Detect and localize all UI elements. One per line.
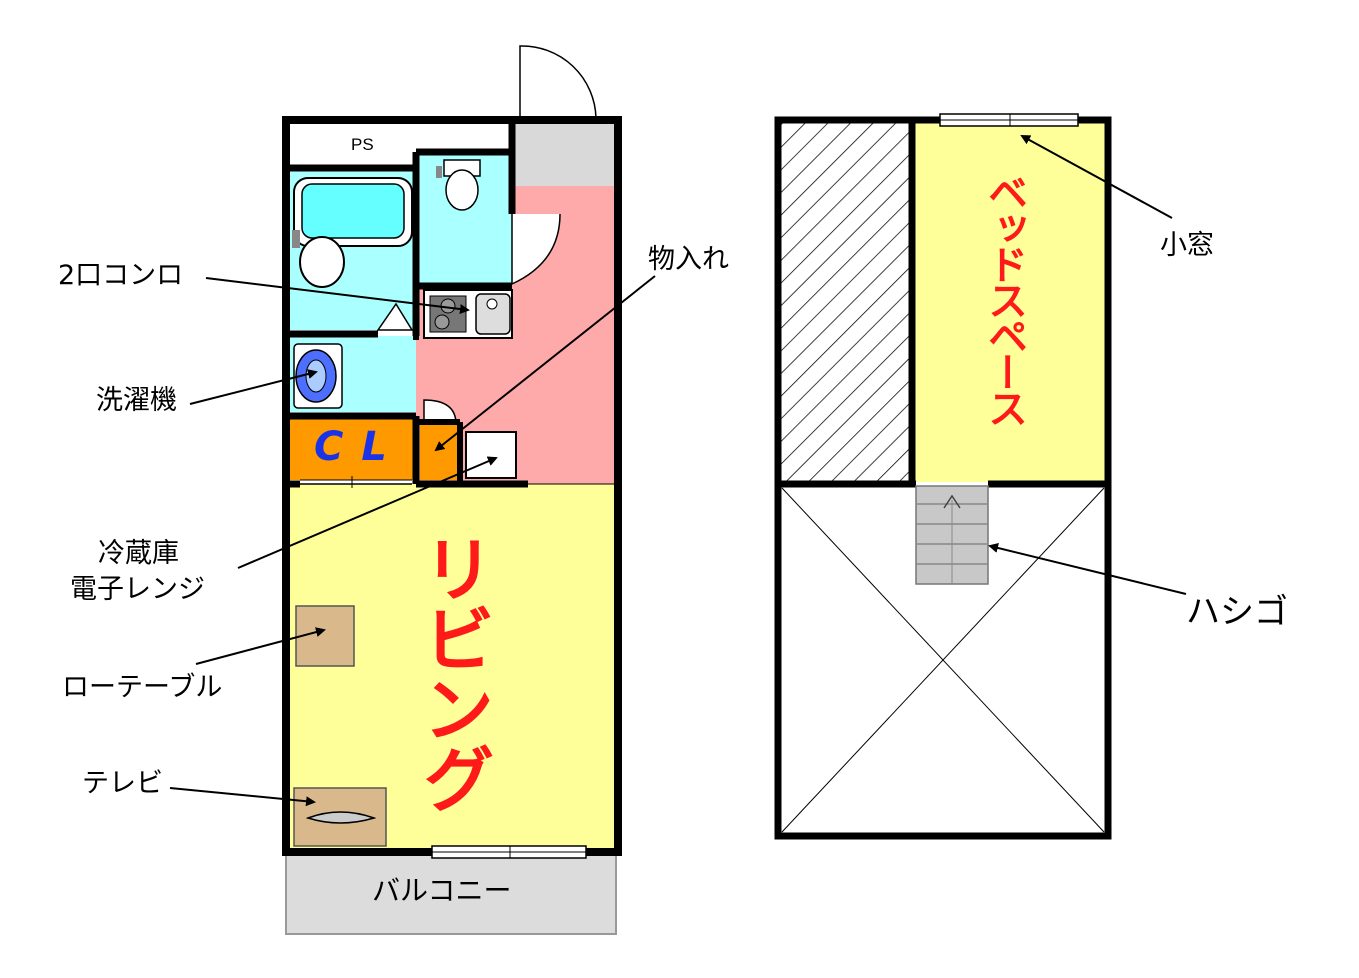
genkan (512, 122, 614, 186)
callout-lines (169, 135, 1187, 807)
closet (290, 418, 416, 480)
bed-space-label: ベッドスペース (981, 172, 1027, 424)
storage-callout: 物入れ (648, 244, 729, 275)
low-table (295, 605, 355, 667)
toilet-bowl (445, 169, 479, 211)
balcony (285, 851, 617, 935)
stove-callout: 2口コンロ (58, 260, 184, 291)
hatched-void (780, 122, 910, 482)
sink (475, 293, 511, 335)
balcony-label: バルコニー (372, 874, 512, 907)
fridge (465, 431, 517, 479)
wash-basin (299, 236, 345, 288)
small-window-callout: 小窓 (1160, 230, 1214, 261)
ps-label: PS (351, 135, 374, 154)
ladder-callout: ハシゴ (1186, 592, 1288, 632)
washer-callout: 洗濯機 (96, 385, 177, 416)
loft-floor (774, 113, 1112, 840)
tv-callout: テレビ (82, 768, 163, 799)
fridge-callout-line2: 電子レンジ (70, 574, 205, 605)
bed-space-floor (914, 122, 1106, 482)
ladder (915, 485, 989, 585)
fridge-callout-line1: 冷蔵庫 (98, 538, 179, 569)
entry-door (519, 45, 597, 119)
low-table-callout: ローテーブル (62, 672, 223, 703)
tv (305, 811, 377, 824)
living-label: リビング (410, 532, 494, 812)
closet-label: CL (314, 424, 405, 470)
storage (420, 424, 460, 480)
